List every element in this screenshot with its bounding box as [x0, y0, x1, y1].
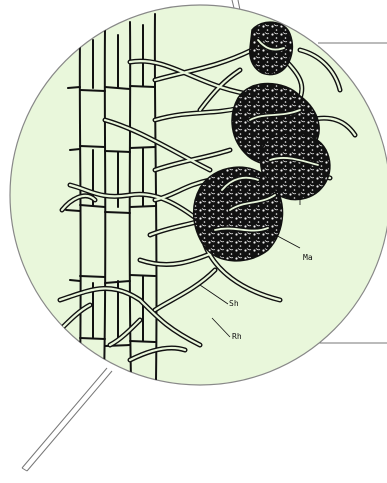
sclerotium-lower	[194, 167, 283, 261]
lens-pointer	[22, 368, 112, 471]
label-hypha: Sh	[229, 299, 239, 308]
label-root-hair: Rh	[232, 332, 242, 341]
label-sclerotium: Ma	[303, 253, 313, 262]
